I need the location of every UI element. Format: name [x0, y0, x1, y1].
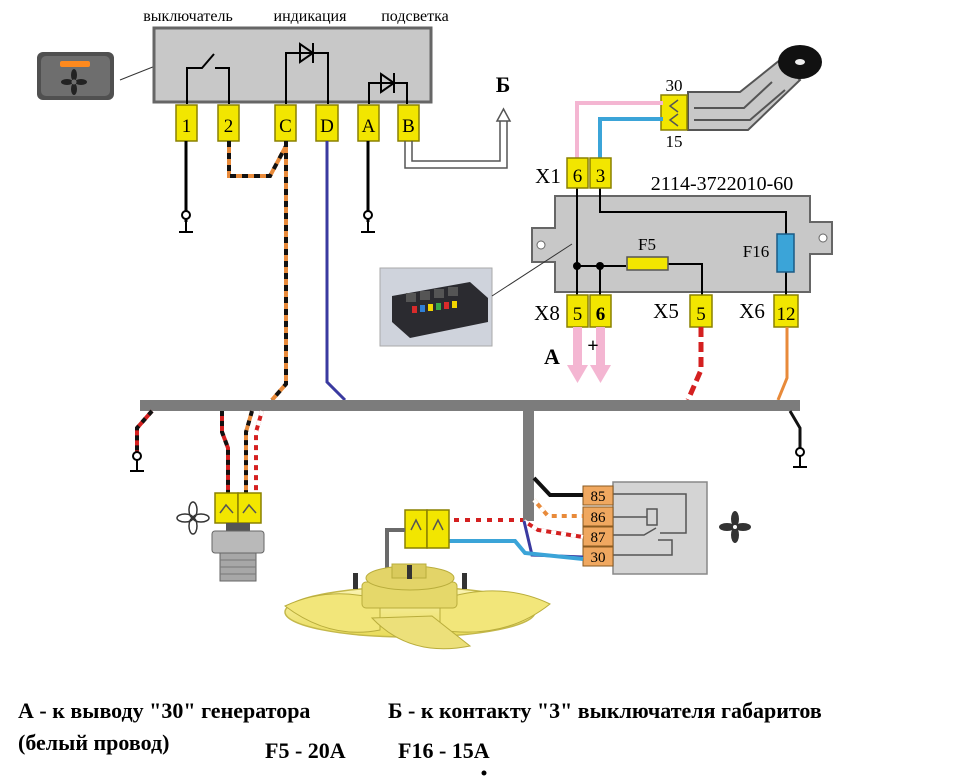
wire-red-white-x5 — [685, 327, 704, 401]
ground-symbol-left — [130, 451, 144, 472]
legend-fuse-f5: F5 - 20A — [265, 738, 346, 763]
label-backlight: подсветка — [381, 8, 449, 25]
harness-branch — [523, 411, 534, 521]
fan-icon-relay — [719, 511, 751, 543]
switch-pins: 1 2 C D A B — [175, 104, 420, 142]
pin-b-label: B — [402, 116, 415, 137]
decorative-dot — [481, 770, 487, 776]
wire-pink — [575, 101, 663, 158]
fuse-f5 — [626, 256, 669, 271]
mounting-block-part-number: 2114-3722010-60 — [651, 173, 794, 195]
x6-pin-12: 12 — [777, 304, 796, 325]
ignition-pin-30: 30 — [666, 76, 683, 95]
fan-switch-button-icon — [37, 52, 114, 100]
pin-2-label: 2 — [224, 116, 234, 137]
relay-pin-87: 87 — [591, 530, 607, 546]
ignition-pin-15: 15 — [666, 132, 683, 151]
ground-symbol — [179, 210, 375, 233]
legend-line2-a: (белый провод) — [18, 730, 170, 755]
relay-pin-30: 30 — [591, 550, 606, 566]
x1-pin-3: 3 — [596, 166, 606, 187]
fan-icon-sensor — [176, 501, 210, 535]
connector-x1-label: X1 — [535, 164, 561, 188]
pin-b — [397, 104, 420, 142]
wire-orange-black — [227, 141, 288, 402]
fuse-f5-label: F5 — [638, 235, 656, 254]
ignition-switch — [687, 45, 822, 131]
fuse-box-photo — [379, 267, 493, 347]
wire-x8-arrows — [567, 327, 611, 383]
wires-temp-sensor — [220, 410, 264, 495]
connector-x6 — [773, 294, 799, 328]
wire-to-b — [404, 107, 512, 169]
x1-pin-6: 6 — [573, 166, 583, 187]
ignition-connector — [660, 94, 688, 131]
relay-pin-86: 86 — [591, 510, 607, 526]
connector-x8 — [566, 294, 612, 328]
terminal-a-label: A — [544, 344, 560, 369]
wires-fan-motor — [448, 518, 584, 561]
x5-pin-5: 5 — [696, 304, 706, 325]
fan-relay — [610, 481, 708, 575]
harness-bar — [140, 400, 800, 411]
radiator-fan — [284, 563, 551, 650]
pin-c-label: C — [279, 116, 292, 137]
arrow-b-label: Б — [496, 72, 511, 97]
switch-block — [152, 26, 433, 104]
fan-motor-connector — [404, 509, 450, 549]
legend-line1-a: А - к выводу "30" генератора — [18, 698, 311, 723]
relay-pin-85: 85 — [591, 489, 606, 505]
connector-x1 — [566, 157, 612, 189]
legend-line1-b: Б - к контакту "3" выключателя габаритов — [388, 698, 822, 723]
pin-d-label: D — [320, 116, 334, 137]
x8-pin-5: 5 — [573, 304, 583, 325]
ground-wire-left — [135, 409, 154, 452]
relay-pins — [582, 485, 614, 567]
leader-line-fusebox — [491, 243, 573, 297]
label-indication: индикация — [274, 8, 348, 25]
mounting-block — [531, 186, 833, 318]
wire-dark-blue-d — [325, 141, 347, 402]
pin-a-label: A — [362, 116, 376, 137]
fuse-f16 — [776, 233, 795, 273]
ground-wire-right — [788, 410, 802, 448]
ground-symbol-right — [793, 447, 807, 468]
connector-x6-label: X6 — [739, 299, 765, 323]
ground-wires — [184, 141, 370, 222]
wire-blue — [598, 117, 663, 158]
terminal-plus-label: + — [587, 335, 598, 357]
temperature-sensor — [211, 492, 265, 582]
legend-fuse-f16: F16 - 15A — [398, 738, 490, 763]
fuse-f16-label: F16 — [743, 242, 769, 261]
x8-pin-6: 6 — [596, 304, 606, 325]
pin-1-label: 1 — [182, 116, 192, 137]
wire-orange-x6 — [776, 327, 789, 401]
label-switch: выключатель — [143, 8, 233, 25]
connector-x5-label: X5 — [653, 299, 679, 323]
connector-x8-label: X8 — [534, 301, 560, 325]
